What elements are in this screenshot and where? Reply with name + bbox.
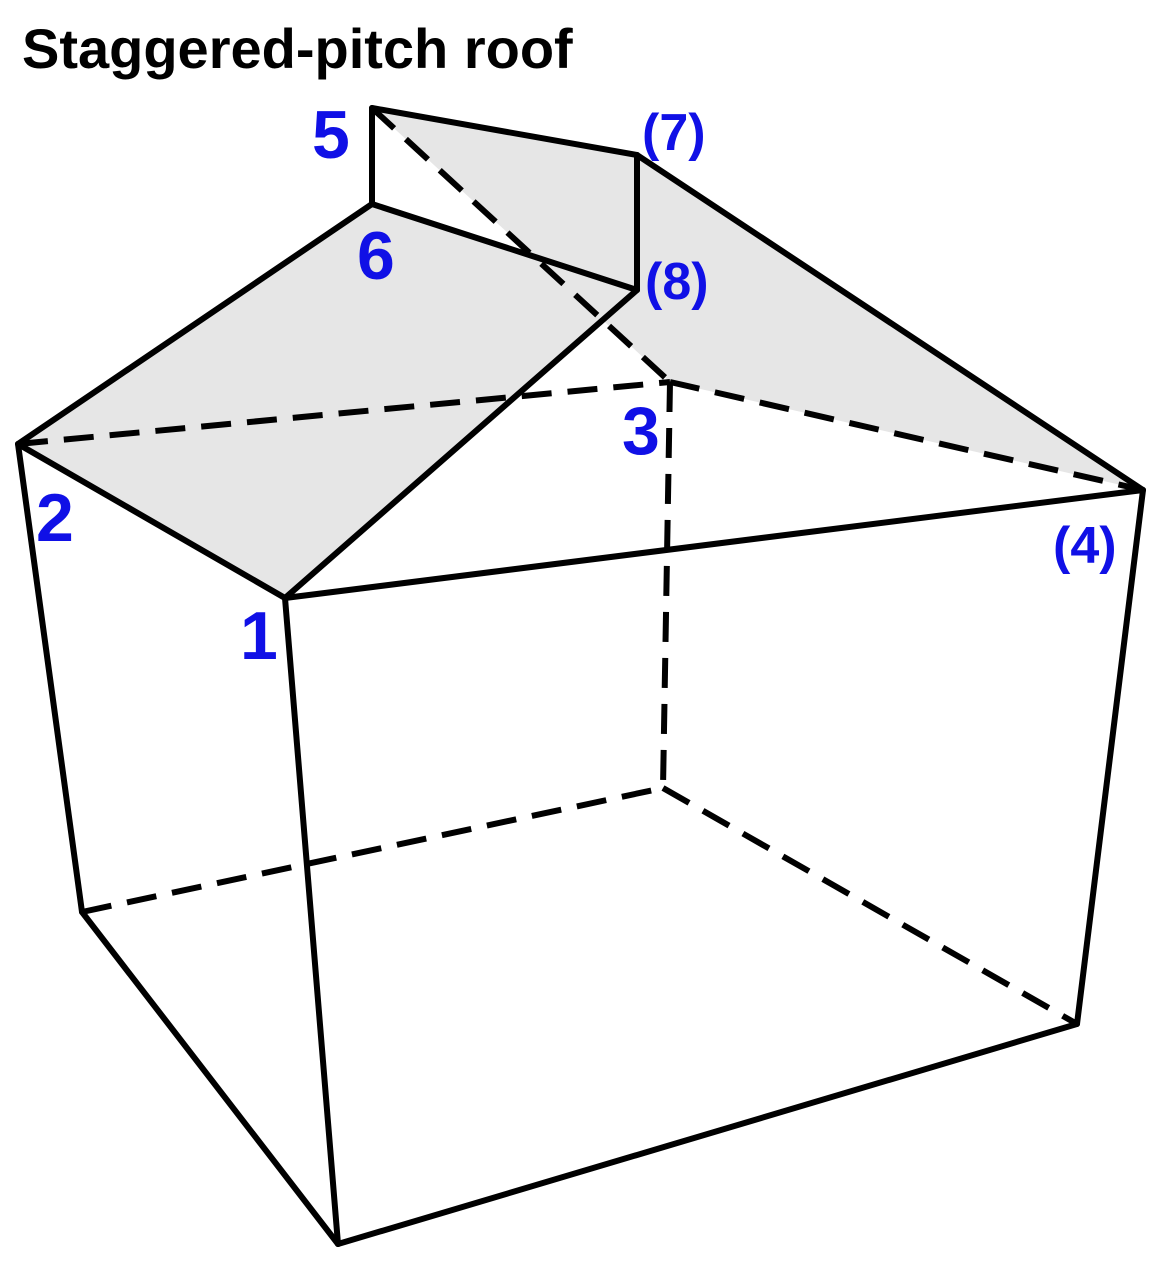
vertex-labels: 5 (7) 6 (8) 3 2 (4) 1 [36,97,1117,674]
edge-2-6 [15,201,375,447]
hidden-edge-3-bottom [660,381,673,789]
edge-7-4 [634,152,1146,493]
edge-bottom-left [79,909,341,1247]
hidden-edge-2-3 [17,379,671,447]
back-roof-face [372,108,1143,490]
edge-1-8 [282,287,640,601]
hidden-edge-3-4 [669,379,1144,493]
visible-edges [15,105,1146,1247]
edge-front-vertical [282,595,341,1247]
edge-right-vertical [1074,487,1146,1027]
vertex-label-5: 5 [312,97,350,173]
edge-bottom-right [335,1021,1080,1247]
hidden-edge-bottom-left [81,785,664,915]
roof-faces [18,108,1143,598]
vertex-label-3: 3 [622,393,660,469]
edge-2-1 [15,441,288,601]
hidden-edge-5-3 [369,105,673,385]
diagram-title: Staggered-pitch roof [22,17,573,80]
edge-5-7 [369,105,640,158]
edge-left-vertical [15,441,85,915]
edge-6-8 [369,201,640,293]
vertex-label-4: (4) [1053,517,1117,575]
edge-1-4 [282,487,1146,601]
hidden-edge-bottom-right [661,785,1079,1027]
vertex-label-1: 1 [240,598,278,674]
hidden-edges [17,105,1144,1027]
vertex-label-8: (8) [645,253,709,311]
vertex-label-2: 2 [36,480,74,556]
vertex-label-6: 6 [357,218,395,294]
front-roof-face [18,204,637,598]
vertex-label-7: (7) [642,104,706,162]
